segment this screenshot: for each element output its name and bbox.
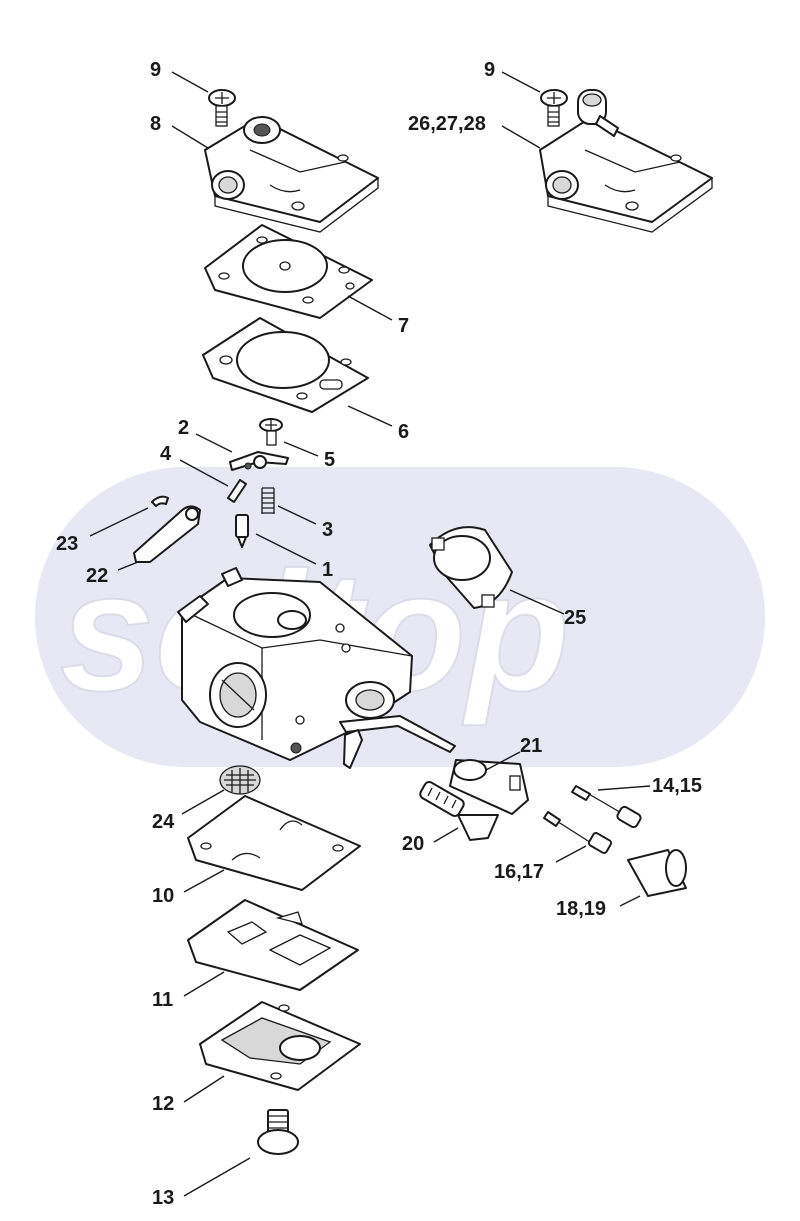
callout-14-15: 14,15 — [652, 775, 702, 797]
choke-shaft-20 — [419, 781, 499, 841]
spring-3 — [261, 487, 275, 514]
callout-18-19: 18,19 — [556, 898, 606, 920]
callout-8: 8 — [150, 113, 161, 135]
callout-9-left: 9 — [150, 59, 161, 81]
callout-2: 2 — [178, 417, 189, 439]
callout-4: 4 — [160, 443, 172, 465]
carburetor-body — [177, 567, 456, 769]
gasket-6 — [202, 317, 369, 413]
pump-cover-8 — [204, 116, 379, 233]
cap-25 — [429, 526, 513, 609]
callout-22: 22 — [86, 565, 108, 587]
metering-cover-12 — [199, 1001, 361, 1091]
callout-10: 10 — [152, 885, 174, 907]
inlet-needle-1 — [235, 514, 249, 548]
screw-5 — [259, 418, 283, 446]
callout-12: 12 — [152, 1093, 174, 1115]
screw-9-right — [540, 89, 568, 127]
callout-16-17: 16,17 — [494, 861, 544, 883]
adjust-screw-16 — [543, 811, 613, 854]
metering-diaphragm-10 — [187, 795, 361, 891]
callout-5: 5 — [324, 449, 335, 471]
callout-7: 7 — [398, 315, 409, 337]
screw-9-left — [208, 89, 236, 127]
callout-23: 23 — [56, 533, 78, 555]
lever-2 — [229, 451, 289, 471]
callout-13: 13 — [152, 1187, 174, 1209]
callout-3: 3 — [322, 519, 333, 541]
sleeve-21 — [449, 759, 529, 815]
diaphragm-7 — [204, 224, 373, 319]
screen-24 — [219, 765, 261, 795]
callout-11: 11 — [152, 989, 173, 1011]
callout-20: 20 — [402, 833, 424, 855]
callout-6: 6 — [398, 421, 409, 443]
callout-25: 25 — [564, 607, 586, 629]
callout-24: 24 — [152, 811, 175, 833]
callout-26-27-28: 26,27,28 — [408, 113, 486, 135]
callout-21: 21 — [520, 735, 542, 757]
clip-23 — [151, 495, 169, 507]
limiter-cap-18 — [627, 849, 687, 897]
callout-labels: 9 8 9 26,27,28 7 6 2 5 4 3 23 1 22 25 21… — [56, 59, 702, 1209]
gasket-11 — [187, 899, 359, 991]
screw-13 — [257, 1109, 299, 1155]
leader-lines — [89, 71, 651, 1197]
throttle-lever-22 — [133, 505, 201, 563]
pin-4 — [227, 479, 247, 503]
adjust-screw-14 — [571, 785, 642, 829]
callout-9-right: 9 — [484, 59, 495, 81]
callout-1: 1 — [322, 559, 333, 581]
pump-cover-26 — [539, 89, 713, 233]
